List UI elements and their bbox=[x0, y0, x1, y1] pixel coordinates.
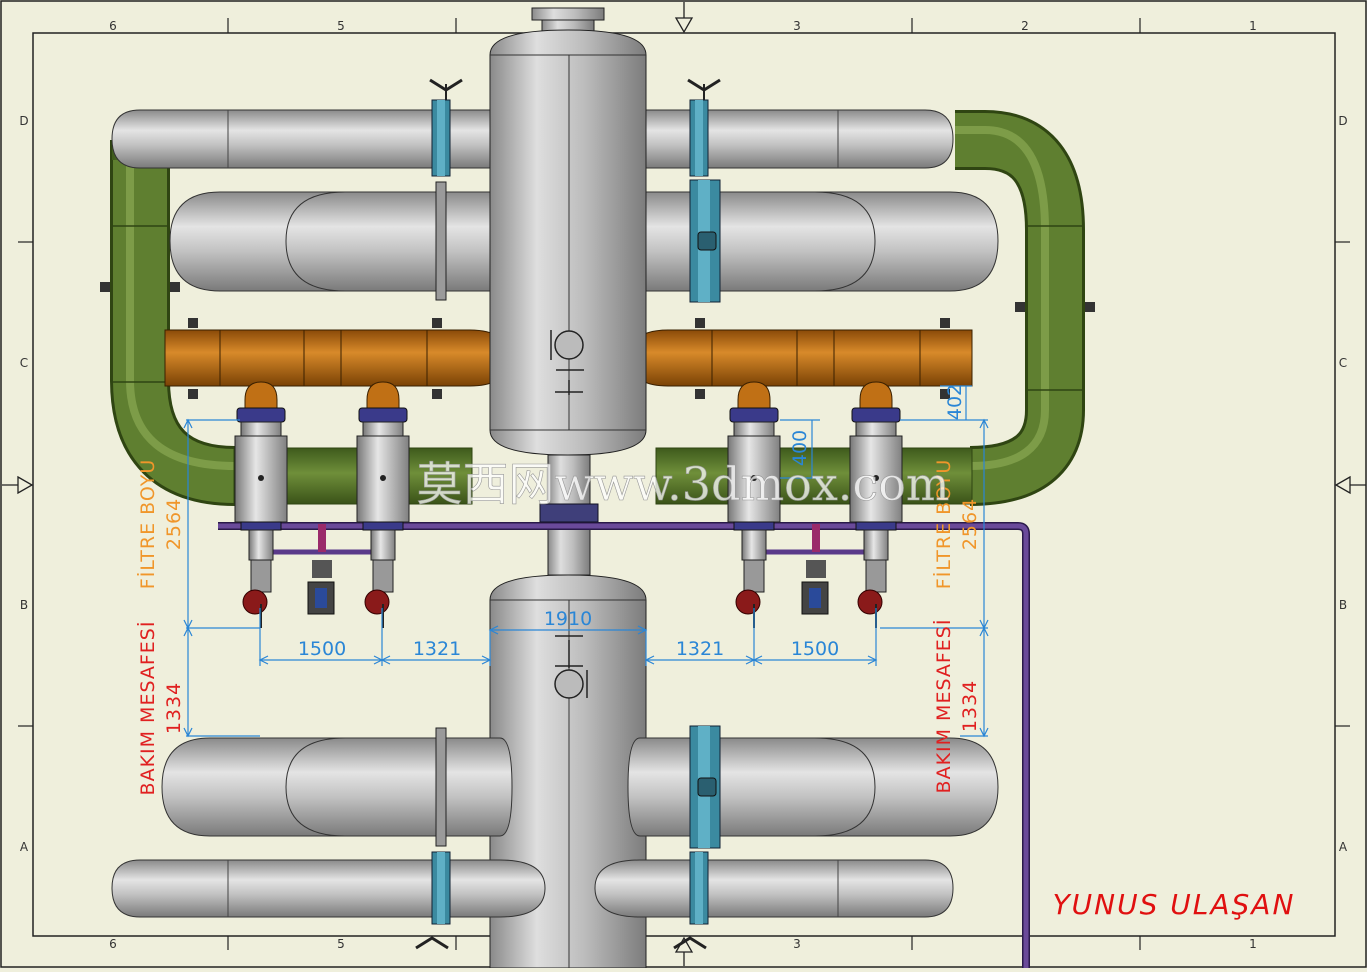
zone-column-label-bottom: 5 bbox=[337, 937, 345, 951]
filter-body-upper-left bbox=[169, 181, 513, 301]
valve-top-right bbox=[687, 78, 721, 303]
orange-header-right bbox=[629, 318, 973, 399]
zone-column-label-bottom: 1 bbox=[1249, 937, 1257, 951]
value-maintenance-right: 1334 bbox=[959, 680, 981, 732]
bottom-outlet-pipe-left bbox=[111, 859, 546, 918]
author-name: YUNUS ULAŞAN bbox=[1053, 888, 1296, 921]
zone-row-label-left: A bbox=[20, 840, 29, 854]
zone-column-label-bottom: 3 bbox=[793, 937, 801, 951]
zone-row-label-left: D bbox=[19, 114, 28, 128]
label-filter-length-left: FİLTRE BOYU bbox=[136, 459, 159, 589]
dim-right-offset: 1321 bbox=[676, 638, 724, 660]
zone-row-label-left: C bbox=[20, 356, 28, 370]
green-bypass-pipe-left bbox=[100, 140, 236, 506]
cartridge-filter-2 bbox=[356, 381, 410, 628]
zone-column-label-top: 3 bbox=[793, 19, 801, 33]
bottom-outlet-pipe-right bbox=[594, 859, 954, 918]
filter-body-upper-right bbox=[627, 191, 999, 292]
dim-left-offset: 1321 bbox=[413, 638, 461, 660]
zone-ticks bbox=[18, 18, 1350, 950]
central-vessel-upper bbox=[489, 7, 647, 456]
zone-column-label-top: 2 bbox=[1021, 19, 1029, 33]
regulator-right bbox=[801, 524, 829, 615]
zone-column-label-bottom: 6 bbox=[109, 937, 117, 951]
zone-row-label-right: A bbox=[1339, 840, 1348, 854]
green-pipe-right-lower bbox=[655, 447, 973, 505]
valve-bottom-right bbox=[673, 725, 721, 950]
zone-row-label-right: C bbox=[1339, 356, 1347, 370]
label-maintenance-left: BAKIM MESAFESİ bbox=[136, 621, 159, 796]
purple-pilot-line bbox=[218, 503, 1030, 968]
zone-row-label-right: B bbox=[1339, 598, 1347, 612]
valve-top-left bbox=[429, 78, 463, 177]
cartridge-filter-3 bbox=[727, 381, 781, 628]
value-filter-length-right: 2564 bbox=[959, 498, 981, 550]
dim-center-width: 1910 bbox=[544, 608, 592, 630]
filter-body-lower-left bbox=[161, 727, 513, 847]
dim-top-gap: 402 bbox=[944, 384, 966, 420]
cartridge-filter-group bbox=[234, 381, 903, 628]
value-filter-length-left: 2564 bbox=[163, 498, 185, 550]
zone-row-label-right: D bbox=[1338, 114, 1347, 128]
dimension-lines bbox=[183, 385, 989, 738]
zone-column-label-top: 5 bbox=[337, 19, 345, 33]
value-maintenance-left: 1334 bbox=[163, 682, 185, 734]
top-inlet-pipe-right bbox=[594, 109, 954, 169]
label-filter-length-right: FİLTRE BOYU bbox=[932, 459, 955, 589]
green-bypass-pipe-right bbox=[955, 110, 1095, 506]
zone-column-label-top: 1 bbox=[1249, 19, 1257, 33]
cartridge-filter-1 bbox=[234, 381, 288, 628]
zone-column-label-top: 6 bbox=[109, 19, 117, 33]
regulator-left bbox=[307, 524, 335, 615]
orange-header-left bbox=[164, 318, 509, 399]
watermark-text: 莫西网www.3dmox.com bbox=[417, 457, 950, 511]
label-maintenance-right: BAKIM MESAFESİ bbox=[932, 619, 955, 794]
valve-bottom-left bbox=[415, 851, 451, 950]
dim-right-spacing: 1500 bbox=[791, 638, 839, 660]
dim-small-vertical: 400 bbox=[789, 430, 811, 466]
top-inlet-pipe-left bbox=[111, 109, 546, 169]
zone-row-label-left: B bbox=[20, 598, 28, 612]
dim-left-spacing: 1500 bbox=[298, 638, 346, 660]
